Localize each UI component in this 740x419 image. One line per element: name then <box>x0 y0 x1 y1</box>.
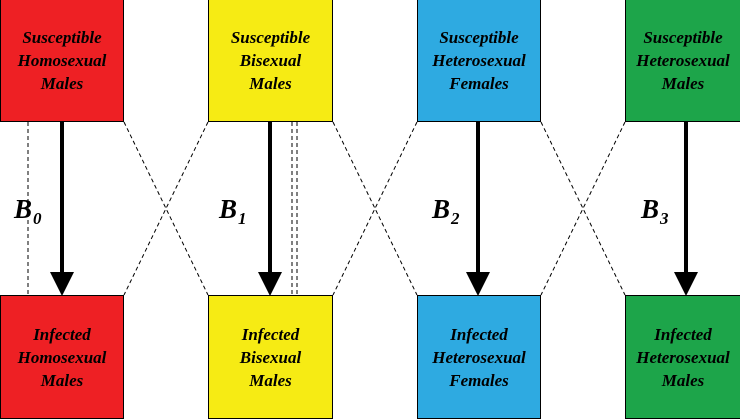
coefficient-b1: B1 <box>219 194 247 228</box>
coefficient-b3: B3 <box>641 194 669 228</box>
coefficient-b2: B2 <box>432 194 460 228</box>
coefficient-b0: B0 <box>14 194 42 228</box>
